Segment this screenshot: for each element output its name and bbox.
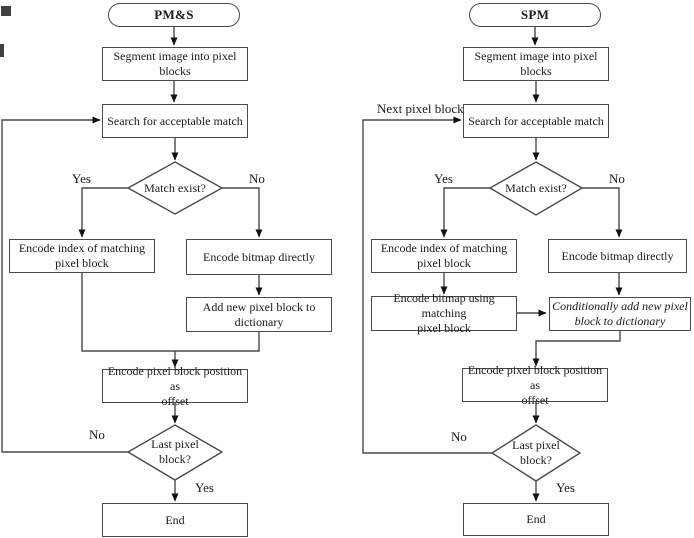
spm-edge-conditional-to-offset: [532, 331, 621, 367]
pms-title-terminal: PM&S: [108, 3, 240, 27]
spm-end-node: End: [463, 503, 609, 536]
spm-last-decision-label: Last pixel block?: [512, 438, 560, 467]
pms-edge-match-yes: [78, 187, 128, 238]
spm-edge-match-no: [582, 187, 623, 238]
pms-match-decision-diamond: [126, 161, 224, 215]
pms-yes-match-label: Yes: [72, 171, 91, 186]
spm-yes-match-label: Yes: [434, 171, 453, 186]
pms-edge-merge: [81, 273, 260, 352]
spm-edge-match-yes: [440, 187, 490, 238]
spm-edge-last-no-loop: [362, 116, 492, 454]
pms-search-node: Search for acceptable match: [102, 104, 248, 138]
pms-last-decision-diamond: [126, 424, 224, 481]
pms-end-node: End: [102, 503, 248, 537]
scan-artifact: [0, 44, 4, 57]
pms-offset-node: Encode pixel block position as offset: [102, 364, 248, 408]
pms-encode-index-node: Encode index of matching pixel block: [9, 239, 155, 273]
pms-no-match-label: No: [249, 171, 265, 186]
spm-match-decision-diamond: [488, 161, 584, 216]
spm-last-decision-diamond: [490, 424, 582, 482]
spm-yes-last-label: Yes: [556, 480, 575, 495]
spm-no-last-label: No: [451, 429, 467, 444]
spm-title-terminal: SPM: [469, 3, 601, 27]
pms-yes-last-label: Yes: [195, 480, 214, 495]
pms-segment-node: Segment image into pixel blocks: [102, 47, 248, 81]
pms-match-decision-label: Match exist?: [144, 180, 206, 195]
spm-encode-index-node: Encode index of matching pixel block: [371, 239, 517, 273]
spm-match-decision-label: Match exist?: [505, 180, 567, 195]
spm-conditional-add-node: Conditionally add new pixel block to dic…: [549, 297, 691, 331]
pms-add-new-node: Add new pixel block to dictionary: [186, 297, 332, 332]
pms-edge-match-no: [222, 187, 263, 238]
scan-artifact: [1, 6, 11, 16]
pms-edge-last-no-loop: [1, 116, 128, 453]
spm-encode-bitmap-matching-node: Encode bitmap using matching pixel block: [371, 291, 517, 335]
spm-encode-bitmap-node: Encode bitmap directly: [548, 239, 687, 273]
pms-last-decision-label: Last pixel block?: [151, 437, 199, 466]
spm-segment-node: Segment image into pixel blocks: [463, 47, 609, 81]
pms-no-last-label: No: [89, 427, 105, 442]
spm-search-node: Search for acceptable match: [463, 104, 609, 138]
pms-encode-bitmap-node: Encode bitmap directly: [186, 239, 332, 275]
spm-next-block-label: Next pixel block: [377, 101, 464, 116]
spm-offset-node: Encode pixel block position as offset: [462, 363, 608, 407]
spm-no-match-label: No: [609, 171, 625, 186]
